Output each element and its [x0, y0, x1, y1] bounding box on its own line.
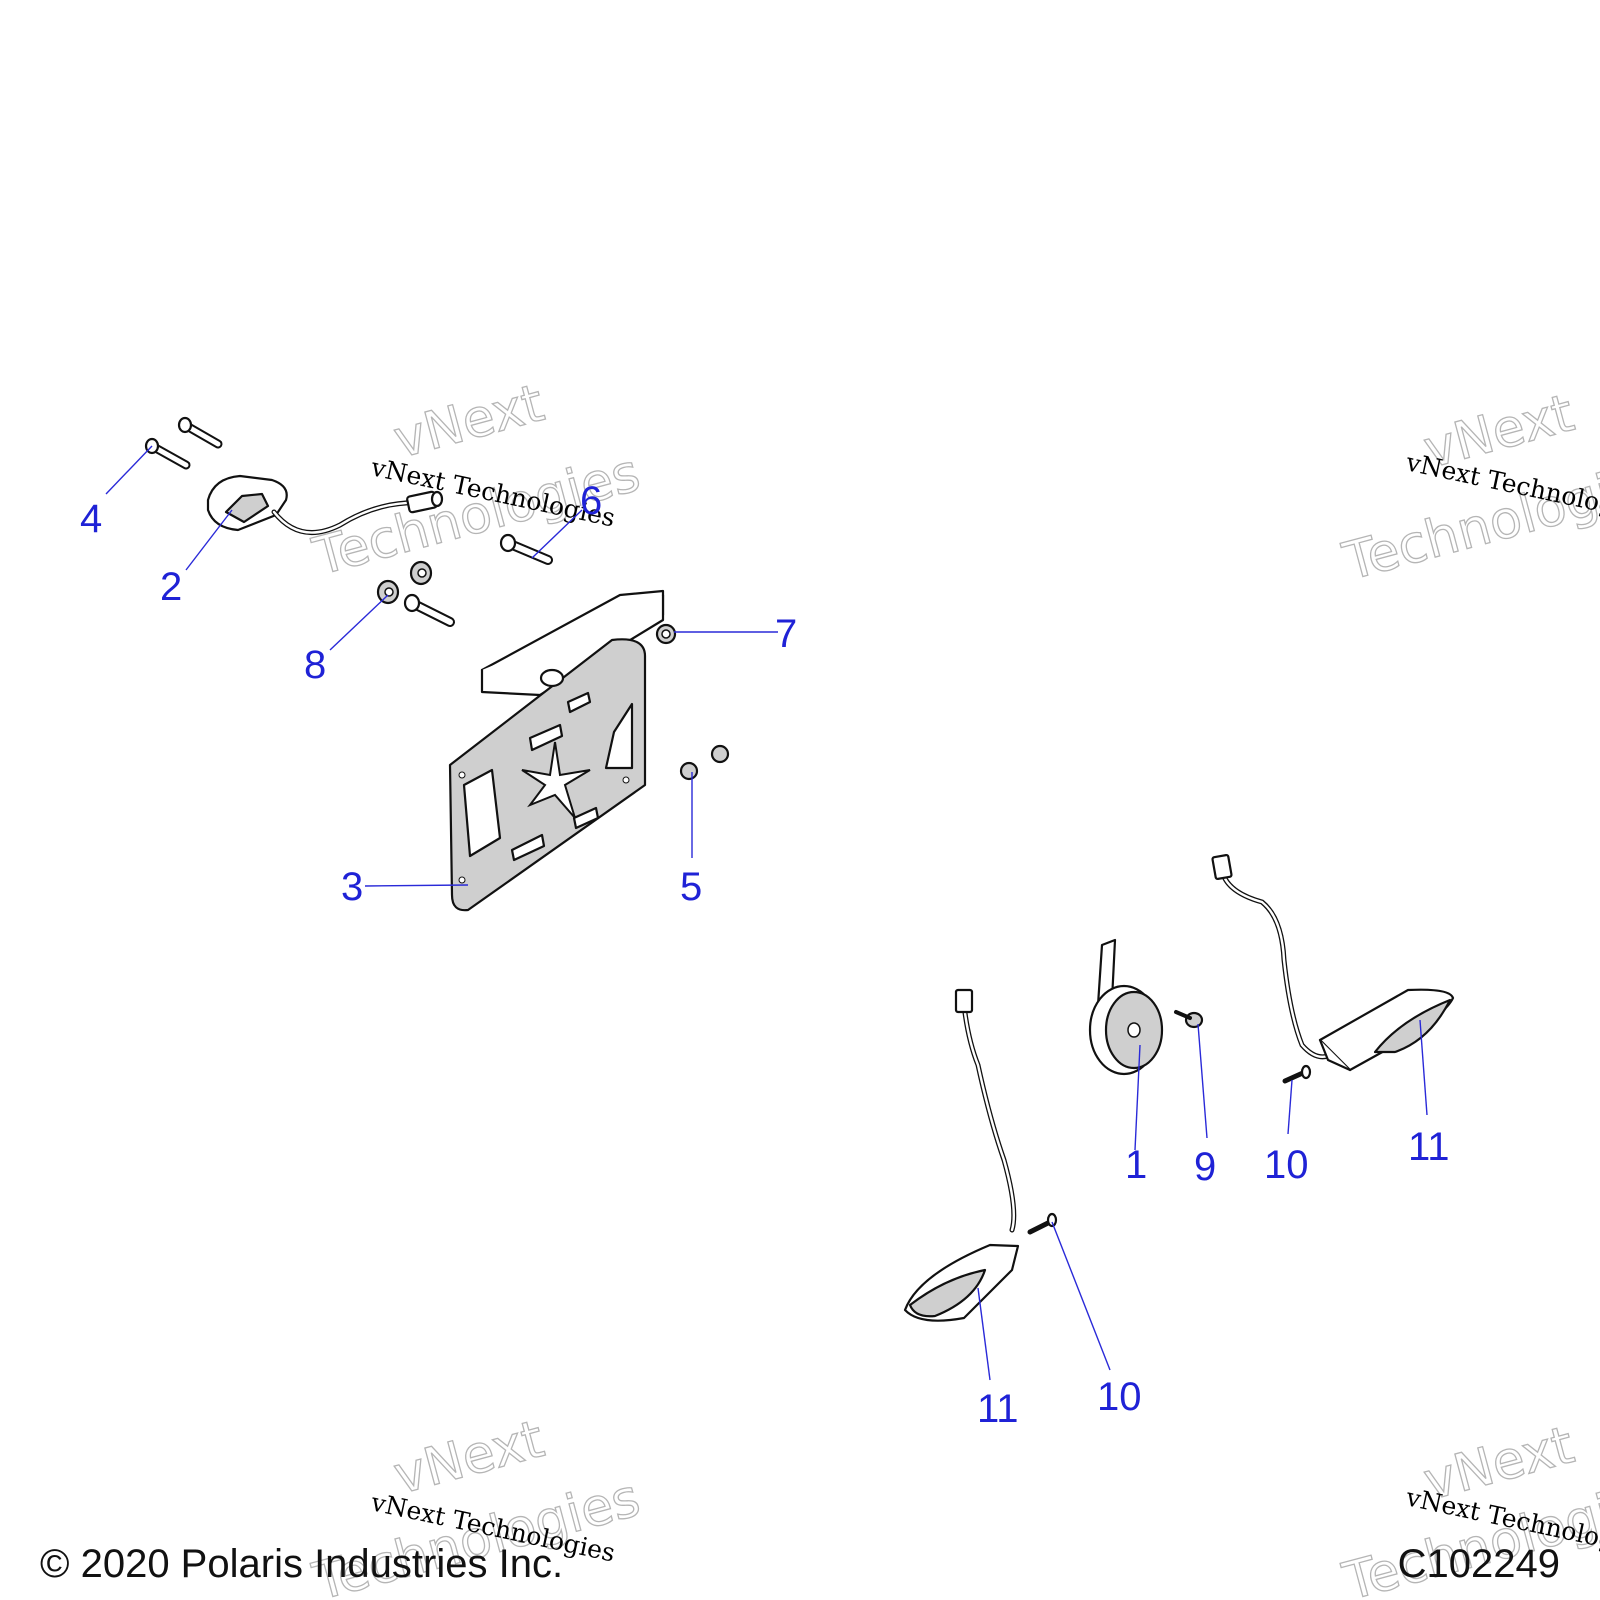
callout-7: 7	[775, 612, 797, 656]
nut-part-7	[655, 623, 677, 645]
turn-signal-part-11-right	[1211, 853, 1455, 1072]
license-light-part-2	[206, 474, 444, 535]
copyright-notice: © 2020 Polaris Industries Inc.	[40, 1542, 564, 1586]
turn-signal-part-11-left	[903, 988, 1020, 1322]
spacer-part-8	[376, 560, 455, 627]
watermark-big-text: vNext	[388, 1409, 550, 1506]
callout-1: 1	[1125, 1143, 1147, 1187]
callout-2: 2	[160, 565, 182, 609]
callout-8: 8	[304, 643, 326, 687]
watermark-top-right: vNext Technologies vNext Technologies	[1336, 383, 1600, 594]
screw-part-9	[1174, 1010, 1204, 1029]
callout-6: 6	[580, 479, 602, 523]
callout-4: 4	[80, 497, 102, 541]
callout-9: 9	[1194, 1145, 1216, 1189]
callout-11: 11	[1408, 1125, 1450, 1169]
callout-numbers: 4 2 3 5 6 7 8 1 9 10 10 11 11	[80, 479, 1450, 1431]
callout-10: 10	[1264, 1143, 1309, 1187]
callout-11: 11	[977, 1387, 1019, 1431]
callout-3: 3	[341, 865, 363, 909]
drawing-number: C102249	[1397, 1542, 1560, 1586]
screw-part-6	[499, 533, 553, 565]
nut-part-5	[679, 744, 730, 781]
callout-10: 10	[1097, 1375, 1142, 1419]
callout-5: 5	[680, 865, 702, 909]
screw-part-10	[1027, 1064, 1312, 1235]
watermark-big-text: vNext	[388, 373, 550, 470]
horn-part-1	[1088, 938, 1164, 1076]
screw-part-4	[144, 416, 223, 470]
leader-lines	[105, 445, 1428, 1381]
bracket-part-3	[448, 589, 665, 912]
